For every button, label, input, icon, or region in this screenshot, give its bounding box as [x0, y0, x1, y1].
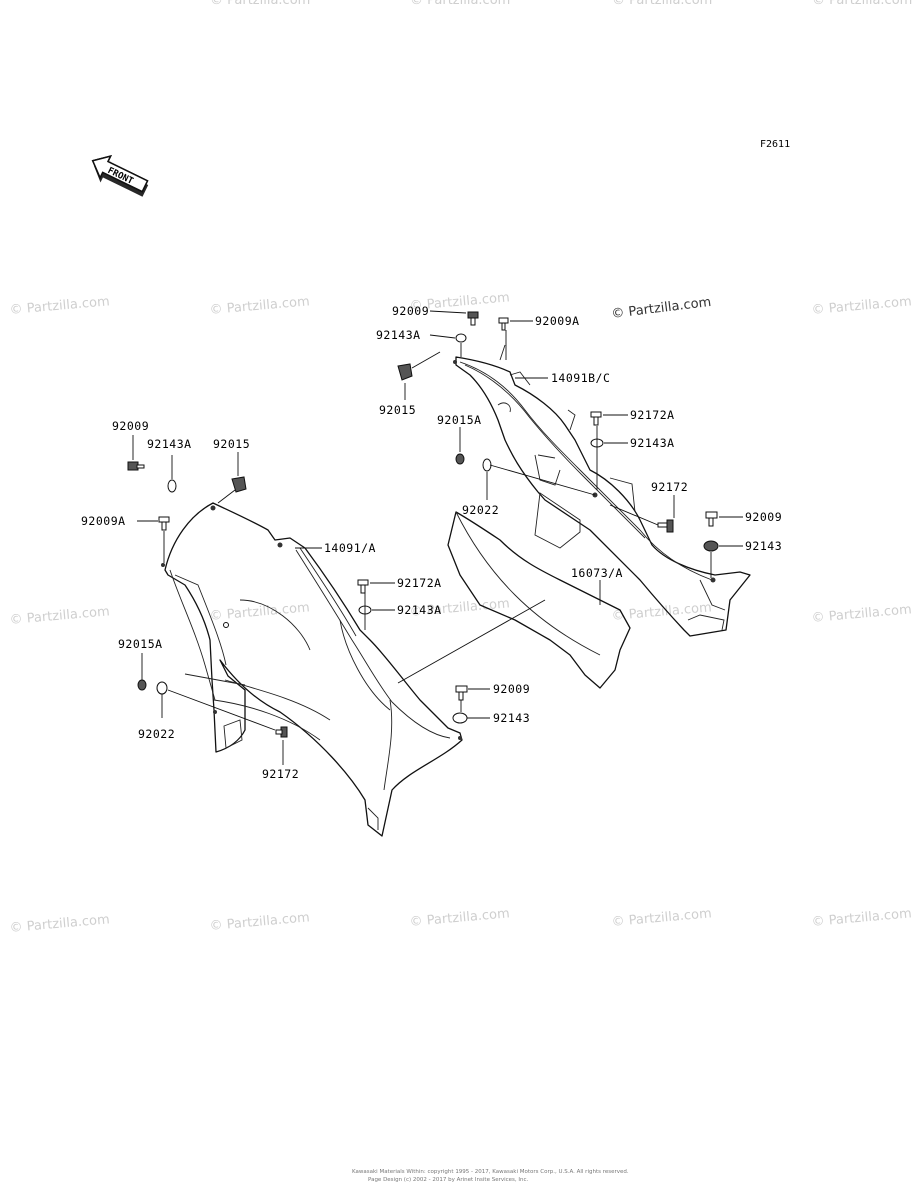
- part-label: 92143A: [147, 437, 192, 451]
- bolt-icon: [357, 579, 369, 594]
- bolt-icon: [455, 685, 468, 701]
- watermark: © Partzilla.com: [209, 600, 310, 624]
- watermark: © Partzilla.com: [209, 294, 310, 318]
- part-label: 92009A: [81, 514, 126, 528]
- part-label: 92022: [138, 727, 175, 741]
- watermark: © Partzilla.com: [612, 0, 712, 8]
- watermark-dark: © Partzilla.com: [611, 295, 712, 322]
- copyright-line: Page Design (c) 2002 - 2017 by Arinet In…: [368, 1177, 529, 1183]
- part-label: 92009: [745, 510, 782, 524]
- part-label: 92009: [392, 304, 429, 318]
- part-label: 92009A: [535, 314, 580, 328]
- watermark: © Partzilla.com: [611, 906, 712, 930]
- part-label: 92022: [462, 503, 499, 517]
- part-label: 16073/A: [571, 566, 623, 580]
- bolt-icon: [127, 461, 145, 471]
- part-label: 92015A: [437, 413, 482, 427]
- part-label: 92015: [213, 437, 250, 451]
- inner-panel: [447, 454, 636, 689]
- part-label: 92172A: [397, 576, 442, 590]
- part-label: 92015: [379, 403, 416, 417]
- bolt-icon: [705, 511, 718, 527]
- grommet-icon: [703, 540, 719, 552]
- leader-lines: [132, 310, 743, 765]
- washer-icon: [156, 681, 168, 695]
- watermark: © Partzilla.com: [9, 604, 110, 628]
- bolt-icon: [498, 317, 509, 331]
- part-label: 14091/A: [324, 541, 376, 555]
- washer-icon: [167, 479, 177, 493]
- watermark: © Partzilla.com: [209, 910, 310, 934]
- nut-icon: [137, 679, 147, 691]
- watermark: © Partzilla.com: [811, 602, 912, 626]
- nut-icon: [455, 453, 465, 465]
- front-arrow-icon: FRONT: [91, 155, 149, 197]
- watermark: © Partzilla.com: [410, 0, 510, 8]
- watermark: © Partzilla.com: [9, 294, 110, 318]
- part-label: 92172: [262, 767, 299, 781]
- bolt-icon: [657, 519, 674, 533]
- watermark: © Partzilla.com: [409, 906, 510, 930]
- fasteners: [127, 311, 719, 738]
- part-label: 92009: [112, 419, 149, 433]
- watermark: © Partzilla.com: [811, 294, 912, 318]
- watermark: © Partzilla.com: [210, 0, 310, 8]
- copyright-line: Kawasaki Materials Within: copyright 199…: [352, 1169, 629, 1175]
- bolt-icon: [275, 726, 288, 738]
- watermark: © Partzilla.com: [811, 906, 912, 930]
- part-label: 92009: [493, 682, 530, 696]
- side-cover-left: [161, 502, 463, 837]
- part-label: 92172A: [630, 408, 675, 422]
- watermark-layer: © Partzilla.com © Partzilla.com © Partzi…: [9, 0, 912, 936]
- watermark: © Partzilla.com: [812, 0, 912, 8]
- clip-nut-icon: [231, 476, 247, 493]
- figure-ref: F2611: [760, 139, 790, 150]
- grommet-icon: [452, 712, 468, 724]
- washer-icon: [455, 333, 467, 343]
- side-cover-right: [453, 344, 751, 637]
- bolt-icon: [158, 516, 170, 531]
- part-label: 92172: [651, 480, 688, 494]
- clip-nut-icon: [397, 363, 413, 381]
- bolt-icon: [590, 411, 602, 426]
- part-label: 92143: [745, 539, 782, 553]
- part-label: 92143A: [397, 603, 442, 617]
- part-label: 92015A: [118, 637, 163, 651]
- part-label: 92143A: [376, 328, 421, 342]
- watermark: © Partzilla.com: [9, 912, 110, 936]
- washer-icon: [482, 458, 492, 472]
- part-label: 92143: [493, 711, 530, 725]
- part-labels: 92009 92009A 92143A 14091B/C 92015 92015…: [81, 304, 782, 781]
- part-label: 14091B/C: [551, 371, 610, 385]
- part-label: 92143A: [630, 436, 675, 450]
- bolt-icon: [467, 311, 479, 326]
